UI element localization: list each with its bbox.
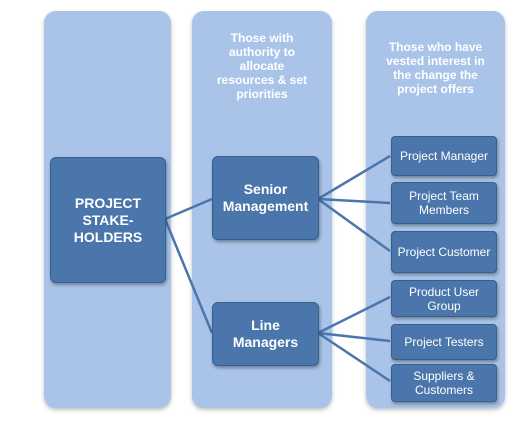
connector-root-senior xyxy=(164,197,213,221)
connector-line-product-user-group xyxy=(317,295,391,335)
column-authority-heading: Those with authority to allocate resourc… xyxy=(216,31,308,101)
column-vested-interest-heading: Those who have vested interest in the ch… xyxy=(386,40,485,96)
node-project-stakeholders: PROJECT STAKE- HOLDERS xyxy=(50,157,166,283)
leaf-project-manager: Project Manager xyxy=(391,136,497,176)
connector-senior-project-team-members xyxy=(317,197,391,205)
node-senior-management: Senior Management xyxy=(212,156,319,240)
connector-line-project-testers xyxy=(317,331,391,343)
node-line-managers: Line Managers xyxy=(212,302,319,366)
leaf-product-user-group: Product User Group xyxy=(391,280,497,317)
leaf-project-testers: Project Testers xyxy=(391,324,497,360)
connector-root-line xyxy=(163,218,214,334)
connector-senior-project-customer xyxy=(317,197,391,253)
connector-senior-project-manager xyxy=(317,154,391,201)
leaf-project-team-members: Project Team Members xyxy=(391,182,497,224)
connector-line-suppliers-customers xyxy=(317,331,391,383)
leaf-suppliers-customers: Suppliers & Customers xyxy=(391,364,497,402)
leaf-project-customer: Project Customer xyxy=(391,231,497,273)
